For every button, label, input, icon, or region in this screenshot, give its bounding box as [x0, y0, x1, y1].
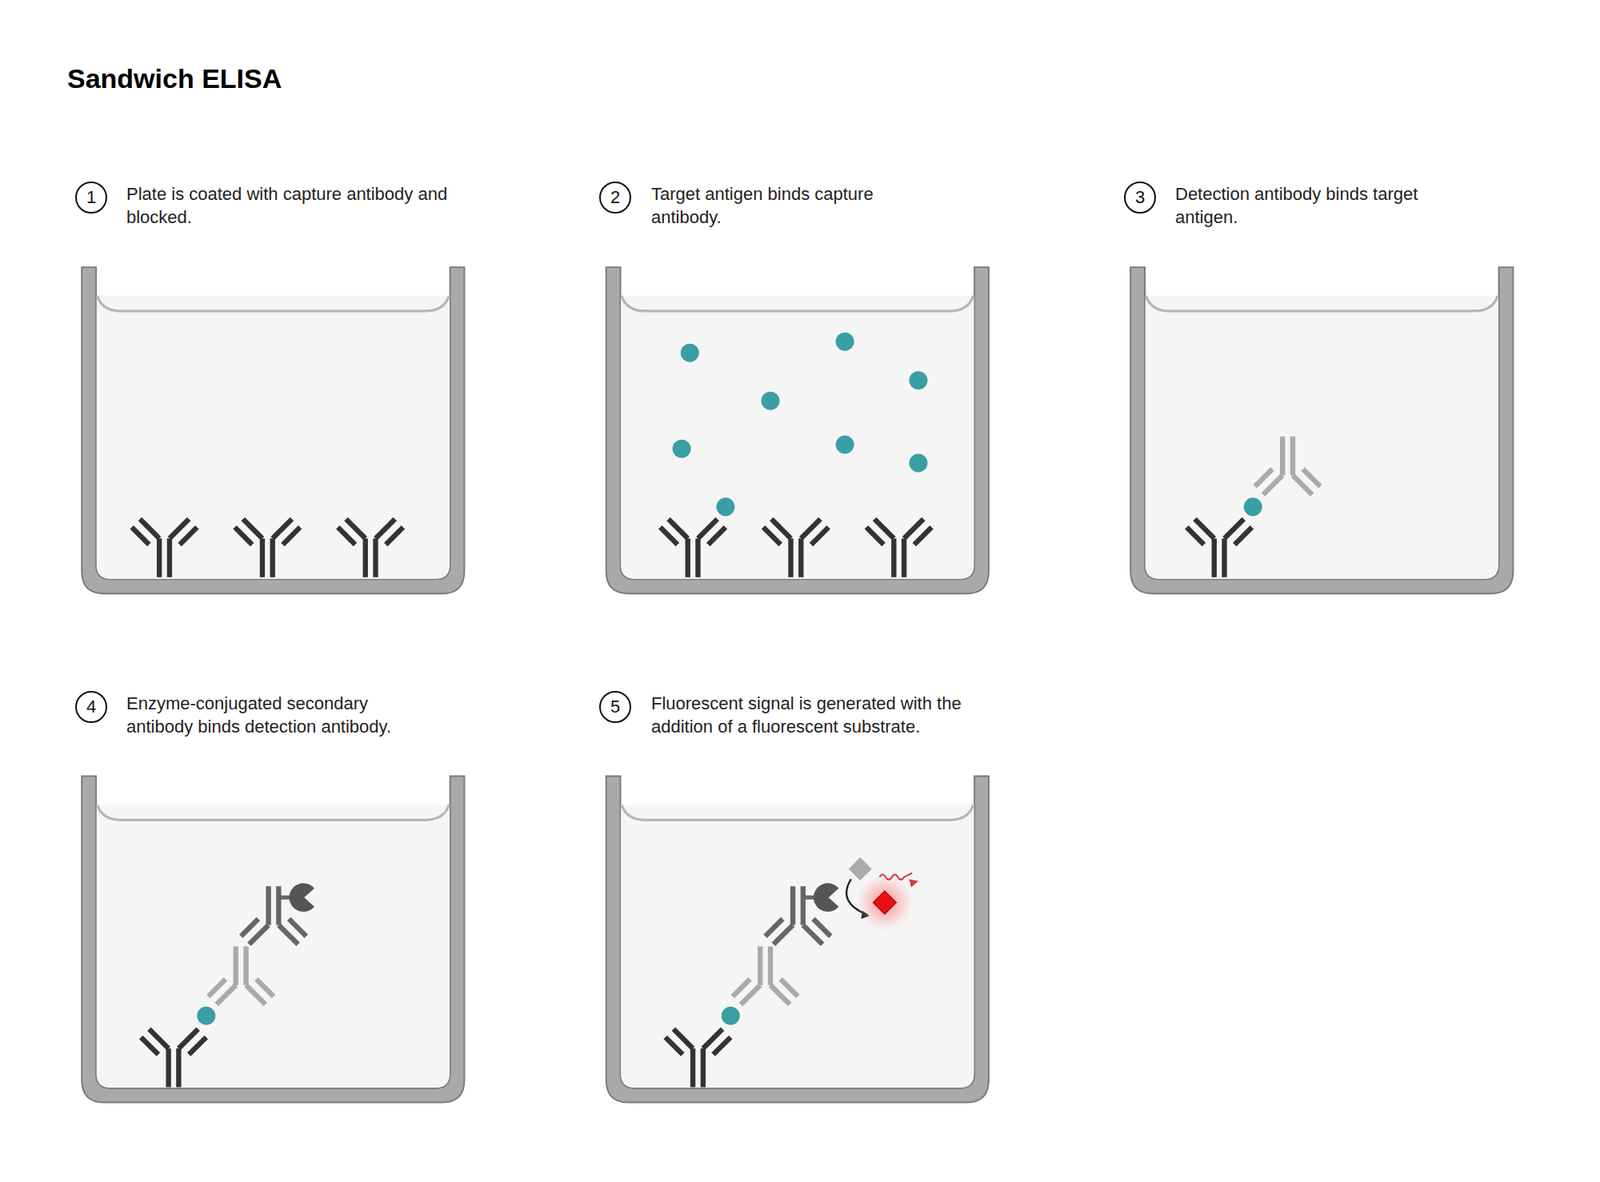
- well: [606, 267, 989, 594]
- well: [606, 776, 989, 1103]
- step-description: Fluorescent signal is generated with the…: [651, 692, 972, 739]
- capture-antibody: [660, 519, 932, 578]
- step-description: Plate is coated with capture antibody an…: [126, 182, 451, 229]
- step-circle: 4: [75, 691, 108, 724]
- sandwich-complex: [665, 883, 840, 1088]
- well: [1130, 267, 1513, 594]
- capture-antibody: [132, 519, 404, 578]
- step-circle: 3: [1124, 181, 1156, 214]
- step-description: Target antigen binds capture antibody.: [651, 182, 908, 229]
- step-circle: 2: [599, 181, 632, 214]
- step-number: 2: [610, 187, 620, 208]
- well: [81, 776, 464, 1103]
- diagram-title: Sandwich ELISA: [67, 63, 282, 95]
- step-description: Detection antibody binds target antigen.: [1175, 182, 1456, 229]
- step-description: Enzyme-conjugated secondary antibody bin…: [126, 692, 423, 739]
- step-number: 3: [1135, 187, 1145, 208]
- step-number: 4: [86, 696, 96, 718]
- well: [81, 267, 464, 594]
- step-circle: 5: [599, 691, 632, 724]
- fluorescent-substrate: [846, 857, 919, 932]
- sandwich-complex: [140, 883, 315, 1088]
- step-circle: 1: [75, 181, 108, 214]
- step-number: 1: [86, 187, 96, 208]
- sandwich-complex: [1186, 436, 1320, 578]
- step-number: 5: [610, 696, 620, 718]
- antigen: [672, 332, 928, 517]
